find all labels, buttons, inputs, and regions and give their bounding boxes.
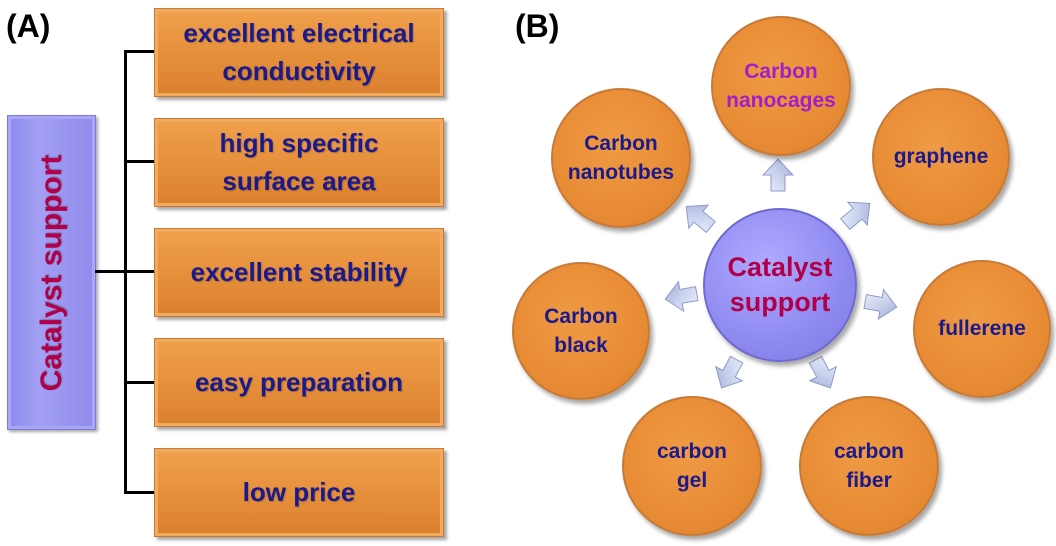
arrow-to-fullerene (863, 288, 898, 321)
property-label: high specific surface area (219, 127, 379, 196)
connector-branch-5 (124, 491, 155, 494)
connector-branch-2 (124, 160, 155, 163)
arrow-to-gel (715, 355, 744, 389)
material-carbon-black: Carbon black (512, 262, 650, 400)
connector-branch-3 (124, 270, 155, 273)
property-box-stability: excellent stability (154, 228, 444, 317)
material-label: graphene (893, 145, 989, 169)
center-label: Catalyst support (727, 251, 833, 317)
material-label: fullerene (938, 317, 1026, 341)
material-label: Carbon nanotubes (567, 131, 675, 184)
catalyst-support-center: Catalyst support (703, 208, 857, 362)
material-graphene: graphene (872, 88, 1010, 226)
material-label: carbon fiber (833, 439, 904, 492)
arrow-to-nanotubes (685, 204, 716, 234)
connector-branch-4 (124, 381, 155, 384)
property-box-price: low price (154, 448, 444, 537)
arrow-to-black (664, 280, 699, 313)
connector-root-horizontal (95, 270, 126, 273)
material-label: Carbon black (544, 304, 618, 357)
property-box-conductivity: excellent electrical conductivity (154, 8, 444, 97)
material-carbon-fiber: carbon fiber (799, 396, 939, 536)
material-fullerene: fullerene (913, 260, 1051, 398)
property-box-preparation: easy preparation (154, 338, 444, 427)
arrow-to-fiber (808, 355, 837, 389)
panel-a-label: (A) (6, 8, 51, 44)
property-label: easy preparation (194, 366, 404, 397)
property-label: excellent stability (190, 256, 408, 287)
material-carbon-nanocages: Carbon nanocages (711, 16, 851, 156)
material-label: carbon gel (656, 439, 727, 492)
material-label: Carbon nanocages (726, 59, 836, 112)
catalyst-support-root-box: Catalyst support (7, 115, 96, 430)
arrow-to-nanocages (761, 158, 795, 192)
panel-b-label: (B) (515, 8, 560, 44)
property-label: low price (242, 476, 356, 507)
material-carbon-gel: carbon gel (622, 396, 762, 536)
property-label: excellent electrical conductivity (183, 17, 415, 86)
arrow-to-graphene (840, 201, 871, 231)
property-box-surface-area: high specific surface area (154, 118, 444, 207)
connector-branch-1 (124, 50, 155, 53)
material-carbon-nanotubes: Carbon nanotubes (551, 88, 691, 228)
